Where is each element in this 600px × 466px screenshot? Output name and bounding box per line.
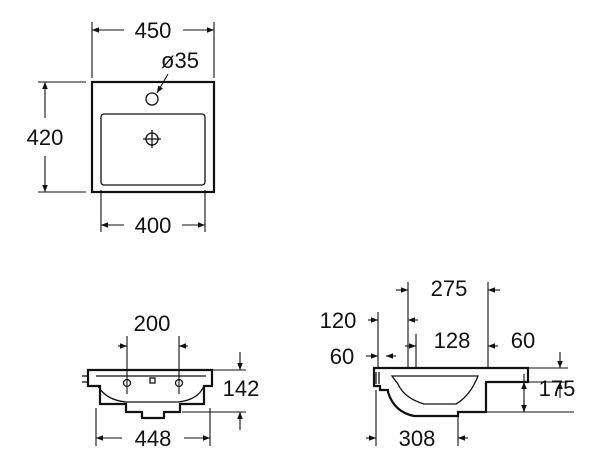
side-view: 275 120 128 60 60 175 308 [320,276,576,451]
front-overflow [149,377,156,384]
tap-hole-diameter-label: ø35 [161,48,199,73]
top-view-inner-bowl [100,113,206,186]
front-view-outline [86,368,214,420]
tap-spacing-200-label: 200 [134,311,171,336]
overall-width-448-label: 448 [135,426,172,451]
label-120: 120 [320,308,357,333]
label-60-left: 60 [330,344,354,369]
label-60-right: 60 [511,328,535,353]
front-view-bowl [96,375,206,403]
top-view: 450 ø35 420 400 [27,18,216,238]
side-view-outline [372,366,530,418]
inner-width-400-label: 400 [135,213,172,238]
front-view: 200 142 448 [82,311,259,451]
label-175: 175 [539,376,576,401]
label-128: 128 [434,328,471,353]
side-view-bowl [390,375,479,405]
tap-hole-leader [156,73,169,94]
top-view-outer-outline [90,80,216,194]
tap-hole [145,92,159,106]
width-450-label: 450 [135,18,172,43]
depth-420-label: 420 [27,125,64,150]
label-308: 308 [399,426,436,451]
height-142-label: 142 [223,376,260,401]
label-275: 275 [431,276,468,301]
